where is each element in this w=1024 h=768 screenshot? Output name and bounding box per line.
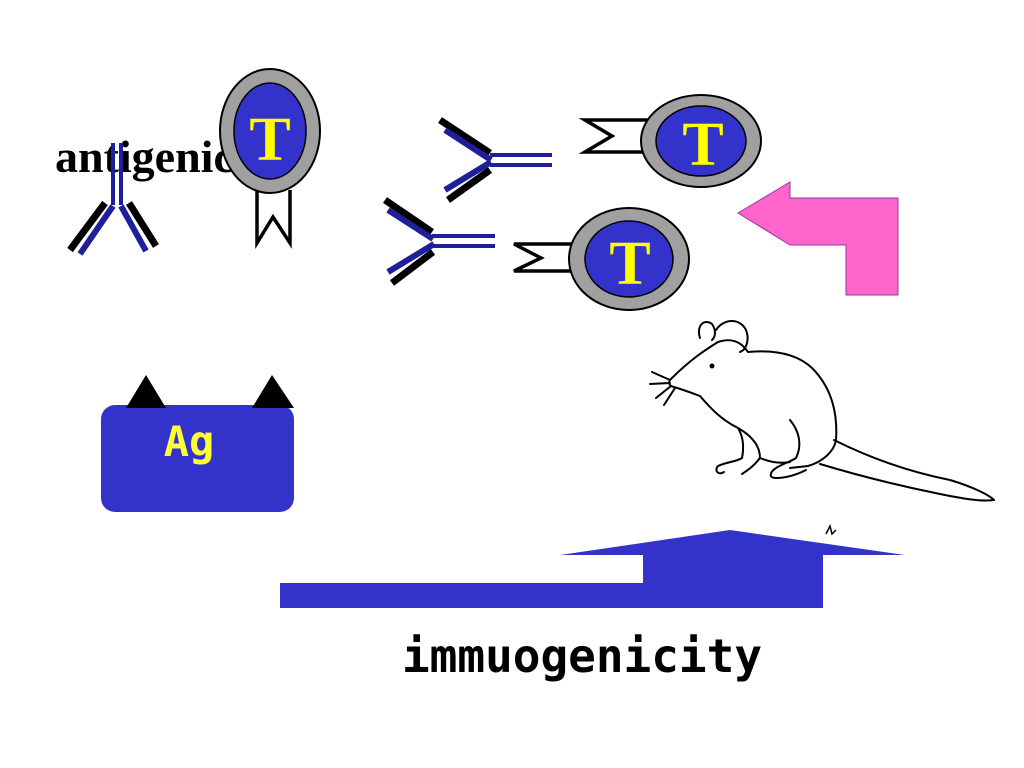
epitope-spike-icon (252, 375, 294, 408)
t-cell-receptor-icon (578, 118, 655, 154)
antibody-icon (67, 143, 159, 256)
t-cell-letter: T (682, 111, 723, 179)
artifact-mark (825, 523, 837, 536)
blue-stepped-arrow (280, 530, 905, 608)
antigen-label: Ag (164, 417, 215, 466)
t-cell-icon: T (219, 68, 321, 194)
t-cell-receptor-icon (513, 242, 584, 273)
pink-bent-arrow (737, 181, 899, 296)
epitope-spike-icon (126, 375, 166, 408)
t-cell-letter: T (609, 230, 650, 298)
antibody-icon (383, 197, 495, 286)
t-cell-receptor-icon (255, 190, 292, 250)
immunogenicity-label: immuogenicity (402, 629, 762, 683)
antigen-block: Ag (101, 375, 294, 512)
t-cell-icon: T (640, 94, 762, 188)
mouse-icon (649, 320, 995, 502)
antibody-icon (438, 117, 552, 203)
t-cell-letter: T (249, 106, 290, 174)
t-cell-icon: T (568, 207, 690, 311)
